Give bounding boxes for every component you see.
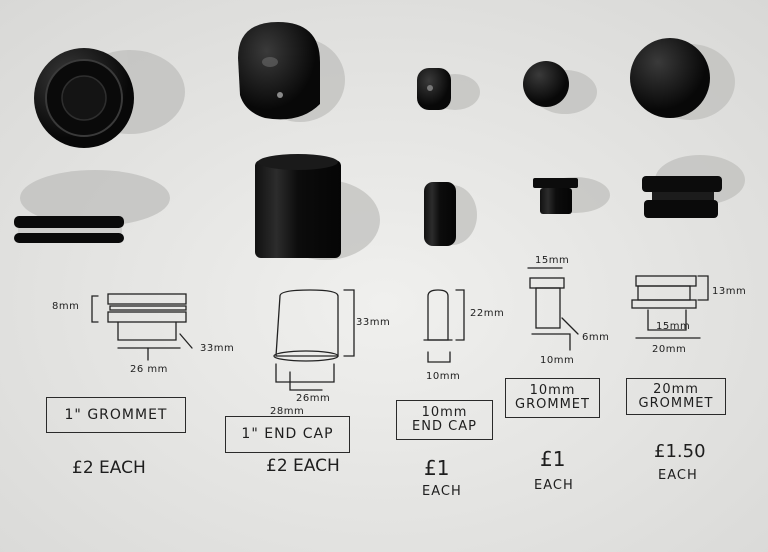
label-20mm-grommet: 20mm GROMMET [626, 378, 726, 415]
large-grommet-top-view [630, 38, 710, 118]
grommet-sketch [91, 293, 193, 361]
small-end-cap-top-view [417, 68, 451, 110]
each-10mm-end-cap: EACH [422, 484, 462, 499]
price-1in-grommet: £2 EACH [72, 458, 146, 478]
label-10mm-grommet: 10mm GROMMET [505, 378, 600, 418]
price-20mm-grommet: £1.50 [654, 441, 706, 462]
label-line-1: 10mm [529, 383, 576, 399]
small-grommet-sketch [527, 267, 579, 351]
price-1in-end-cap: £2 EACH [266, 456, 340, 476]
each-10mm-grommet: EACH [534, 478, 574, 493]
label-line-1: 20mm [653, 381, 699, 397]
dim-grommet-length: 33mm [200, 343, 235, 354]
dim-small-endcap-height: 22mm [470, 308, 505, 319]
dim-large-grommet-width: 20mm [652, 344, 687, 355]
large-grommet-sketch [631, 275, 709, 339]
dim-grommet-width: 26 mm [130, 364, 168, 375]
label-10mm-end-cap: 10mm END CAP [396, 400, 493, 440]
label-line-2: END CAP [412, 419, 477, 434]
dim-endcap-inner: 26mm [296, 393, 331, 404]
label-1in-grommet: 1" GROMMET [46, 397, 186, 433]
grommet-side-view [14, 216, 124, 243]
large-grommet-side-view [642, 176, 722, 218]
end-cap-top-view [238, 22, 320, 120]
dim-small-grommet-width: 10mm [540, 355, 575, 366]
small-grommet-top-view [523, 61, 569, 107]
label-1in-end-cap: 1" END CAP [225, 416, 350, 453]
label-line-2: GROMMET [638, 395, 714, 411]
price-10mm-end-cap: £1 [424, 456, 450, 480]
dim-endcap-height: 33mm [356, 317, 391, 328]
small-grommet-side-view [533, 178, 578, 214]
end-cap-side-view [255, 154, 341, 258]
grommet-top-view [34, 48, 134, 148]
price-10mm-grommet: £1 [540, 447, 566, 471]
dim-large-grommet-inner: 15mm [656, 321, 691, 332]
label-line-2: GROMMET [515, 397, 590, 412]
dim-large-grommet-height: 13mm [712, 286, 747, 297]
dim-small-grommet-slot: 6mm [582, 332, 610, 343]
small-end-cap-side-view [424, 182, 456, 246]
dim-endcap-outer: 28mm [270, 406, 305, 417]
small-end-cap-sketch [423, 289, 465, 363]
end-cap-sketch [273, 289, 355, 391]
dim-small-endcap-width: 10mm [426, 371, 461, 382]
label-line-1: 10mm [421, 405, 468, 421]
dim-grommet-height: 8mm [52, 301, 80, 312]
each-20mm-grommet: EACH [658, 468, 698, 483]
dim-small-grommet-top: 15mm [535, 255, 570, 266]
